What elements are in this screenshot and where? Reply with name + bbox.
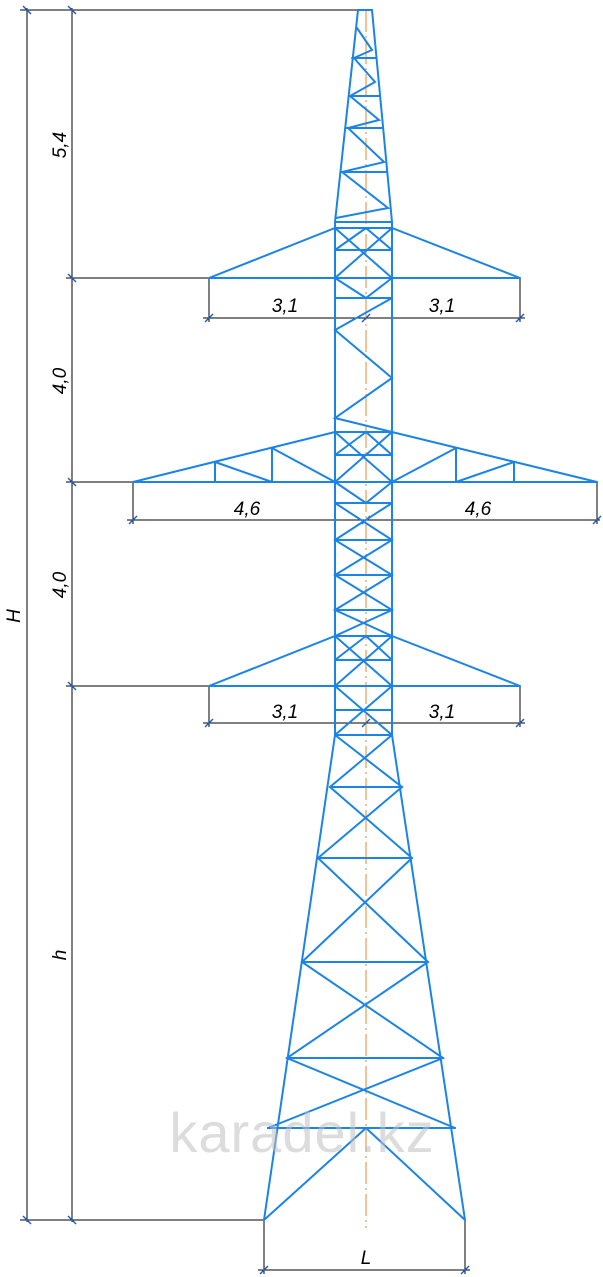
tower-peak	[334, 9, 393, 223]
dim-bottom-crossarm-right: 3,1	[429, 702, 455, 723]
watermark: karadel.kz	[169, 1101, 434, 1164]
dim-top-crossarm-left: 3,1	[272, 296, 298, 317]
dim-top-crossarm-right: 3,1	[429, 296, 455, 317]
tower-shaft	[332, 221, 395, 736]
tower-base	[263, 734, 466, 1221]
bottom-crossarm	[208, 635, 521, 687]
dim-middle-crossarm-right: 4,6	[465, 499, 492, 520]
dim-base-width: L	[361, 1248, 372, 1269]
dim-middle-crossarm-left: 4,6	[234, 499, 261, 520]
dim-top-section: 5,4	[50, 132, 71, 158]
dim-base-height: h	[50, 950, 71, 961]
dim-bottom-crossarm-left: 3,1	[272, 702, 298, 723]
dim-total-height: H	[4, 609, 25, 623]
middle-crossarm	[132, 431, 598, 483]
dimension-ticks	[22, 5, 602, 1275]
dim-middle-section: 4,0	[50, 571, 71, 598]
dim-upper-section: 4,0	[50, 367, 71, 394]
dimension-lines	[20, 8, 600, 1274]
